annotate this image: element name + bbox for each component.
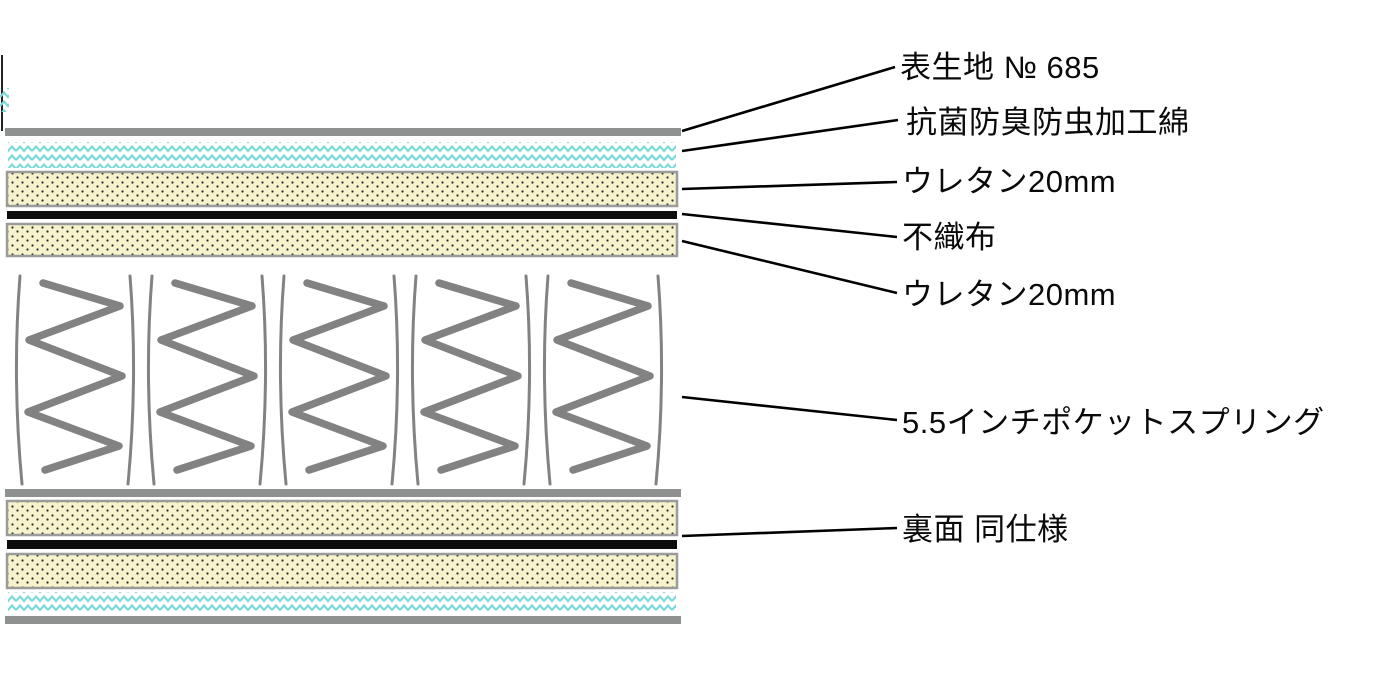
surface-fabric-layer	[5, 128, 681, 136]
bottom-layer-stack	[5, 489, 681, 624]
pocket-springs	[14, 274, 664, 486]
label-treated-cotton: 抗菌防臭防虫加工綿	[906, 105, 1190, 140]
bottom-urethane-layer-upper	[5, 499, 679, 537]
bottom-urethane-layer-lower	[5, 552, 679, 590]
leader-urethane-second	[681, 239, 898, 295]
bottom-fabric-layer-upper	[5, 489, 681, 497]
bottom-nonwoven-layer	[7, 540, 677, 549]
label-reverse-side: 裏面 同仕様	[902, 512, 1069, 547]
label-top-fabric: 表生地 № 685	[900, 50, 1100, 85]
bottom-surface-fabric-layer	[5, 616, 681, 624]
left-edge-artifact	[0, 55, 9, 131]
cotton-wadding-layer	[8, 142, 676, 168]
label-nonwoven: 不織布	[902, 220, 997, 255]
bottom-cotton-wadding-layer	[8, 592, 676, 613]
nonwoven-layer	[7, 211, 677, 219]
leader-nonwoven	[681, 212, 898, 239]
label-pocket-spring: 5.5インチポケットスプリング	[902, 405, 1325, 440]
urethane-layer-top	[5, 170, 679, 208]
top-layer-stack	[5, 128, 681, 258]
label-urethane-second: ウレタン20mm	[902, 277, 1117, 312]
leader-treated-cotton	[681, 118, 899, 153]
leader-lines	[681, 65, 899, 538]
leader-urethane-top	[681, 180, 898, 191]
leader-reverse-side	[681, 526, 898, 538]
leader-pocket-spring	[681, 395, 898, 422]
label-urethane-top: ウレタン20mm	[902, 164, 1117, 199]
urethane-layer-second	[5, 222, 679, 258]
leader-top-fabric	[681, 65, 896, 133]
